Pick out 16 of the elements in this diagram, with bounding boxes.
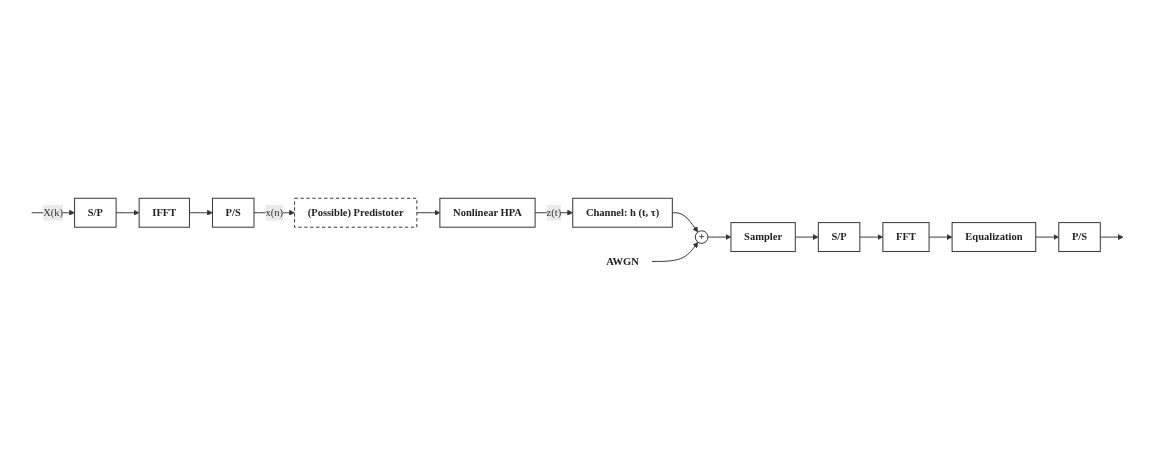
node-box: P/S	[211, 198, 255, 229]
node-box: S/P	[817, 222, 861, 253]
node-box: Channel: h (t, τ)	[572, 198, 673, 229]
edge-label: x(n)	[265, 207, 284, 219]
node-box: P/S	[1058, 222, 1101, 253]
node-box: Nonlinear HPA	[439, 198, 536, 229]
node-circle: +	[694, 230, 709, 245]
node-box: IFFT	[138, 198, 190, 229]
node-box: S/P	[74, 198, 117, 229]
node-box: Sampler	[730, 222, 796, 253]
edge-label: z(t)	[546, 207, 562, 219]
edge-label: X(k)	[43, 207, 64, 219]
node-text: AWGN	[606, 255, 639, 268]
node-box: FFT	[882, 222, 930, 253]
node-box: (Possible) Predistoter	[294, 198, 418, 229]
node-box: Equalization	[951, 222, 1037, 253]
